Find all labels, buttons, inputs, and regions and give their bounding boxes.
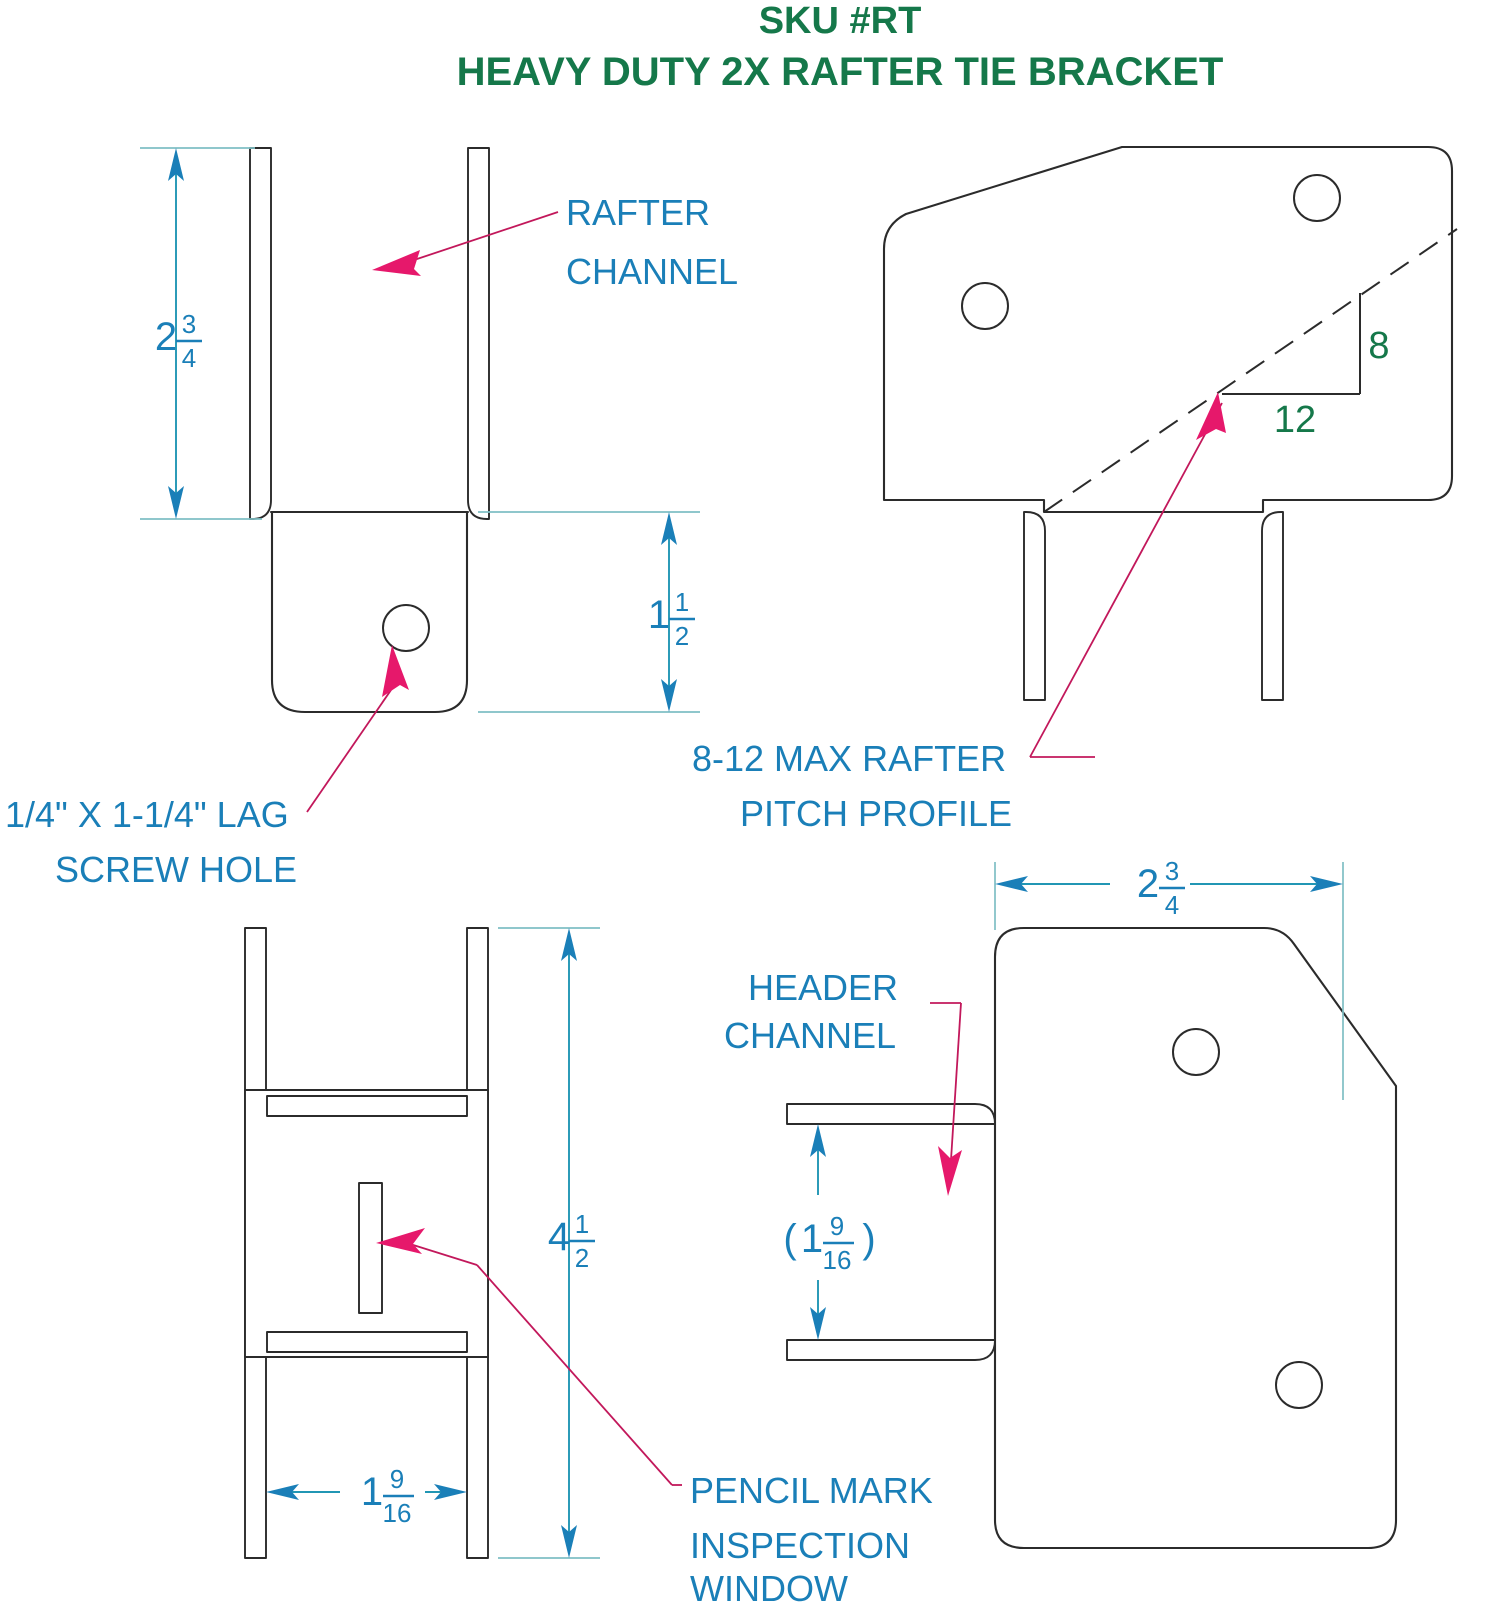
callout-label-line1: HEADER [748, 967, 898, 1008]
dimension-profile-width: 2 3 4 [994, 856, 1344, 1100]
pitch-profile-body [882, 145, 1454, 514]
dim-value-numerator: 3 [182, 309, 196, 339]
header-channel-top-flange [786, 1103, 996, 1125]
callout-label-line3: WINDOW [690, 1568, 848, 1609]
view-rafter-channel-end: 2 3 4 1 1 2 RAFTER CHANNEL [5, 147, 738, 890]
dim-value-numerator: 1 [575, 1209, 589, 1239]
dimension-plate-height: 1 1 2 [478, 511, 700, 713]
view-side-profile: 2 3 4 ( 1 9 16 ) HEADER CHANNEL [724, 856, 1398, 1550]
dim-value-whole: 4 [548, 1215, 570, 1259]
dimension-overall-height: 4 1 2 [498, 927, 600, 1559]
dim-value-whole: 1 [648, 593, 670, 637]
side-profile-body [993, 926, 1398, 1550]
dim-value-denominator: 2 [575, 1243, 589, 1273]
dim-value-numerator: 9 [830, 1211, 844, 1241]
dimension-channel-width: 1 9 16 [266, 1464, 467, 1528]
callout-label-line2: CHANNEL [566, 251, 738, 292]
dim-value-denominator: 16 [823, 1245, 852, 1275]
callout-label-line2: PITCH PROFILE [740, 793, 1012, 834]
elevation-lower-ledge [266, 1331, 468, 1353]
callout-pencil-mark-window: PENCIL MARK INSPECTION WINDOW [376, 1228, 933, 1609]
dimension-channel-depth: 2 3 4 [140, 147, 262, 520]
side-hole-lower [1275, 1361, 1323, 1409]
dim-value-whole: 2 [1137, 862, 1159, 906]
dim-close-paren: ) [862, 1217, 875, 1261]
dim-value-whole: 2 [155, 315, 177, 359]
pencil-mark-window-slot [358, 1182, 383, 1314]
callout-lag-screw-hole: 1/4" X 1-1/4" LAG SCREW HOLE [5, 645, 409, 890]
title-block: SKU #RT HEAVY DUTY 2X RAFTER TIE BRACKET [457, 0, 1224, 94]
pitch-hole-lower-left [961, 282, 1009, 330]
callout-rafter-channel: RAFTER CHANNEL [372, 192, 738, 292]
dim-value-numerator: 1 [675, 587, 689, 617]
callout-header-channel: HEADER CHANNEL [724, 967, 962, 1196]
callout-label-line1: 1/4" X 1-1/4" LAG [5, 794, 289, 835]
dim-value-denominator: 4 [1165, 890, 1179, 920]
callout-label-line1: 8-12 MAX RAFTER [692, 738, 1006, 779]
side-hole-upper [1172, 1028, 1220, 1076]
dim-value-denominator: 2 [675, 621, 689, 651]
dimension-header-opening: ( 1 9 16 ) [783, 1124, 876, 1340]
dim-value-denominator: 4 [182, 343, 196, 373]
dim-value-whole: 1 [361, 1470, 383, 1514]
channel-left-rail [249, 147, 272, 520]
channel-leg-right [1261, 511, 1284, 701]
channel-leg-left [1023, 511, 1046, 701]
pitch-slope-line [1043, 228, 1458, 513]
title-product: HEAVY DUTY 2X RAFTER TIE BRACKET [457, 50, 1224, 94]
base-plate-body [270, 510, 469, 714]
elevation-upper-ledge [266, 1095, 468, 1117]
lag-screw-hole-circle [382, 604, 430, 652]
callout-label-line1: RAFTER [566, 192, 710, 233]
dim-value-whole: 1 [801, 1217, 823, 1261]
header-channel-bottom-flange [786, 1339, 996, 1361]
pitch-rise-label: 8 [1368, 325, 1389, 367]
dim-value-numerator: 3 [1165, 856, 1179, 886]
pitch-run-label: 12 [1274, 399, 1316, 441]
callout-label-line1: PENCIL MARK [690, 1470, 933, 1511]
dim-value-numerator: 9 [390, 1464, 404, 1494]
callout-label-line2: SCREW HOLE [55, 849, 297, 890]
view-pitch-profile: 8 12 8-12 MAX RAFTER PITCH PROFILE [692, 145, 1458, 834]
pitch-hole-upper-right [1293, 174, 1341, 222]
channel-right-rail [467, 147, 490, 520]
callout-pitch-profile: 8-12 MAX RAFTER PITCH PROFILE [692, 392, 1226, 834]
dim-open-paren: ( [783, 1217, 797, 1261]
callout-label-line2: INSPECTION [690, 1525, 910, 1566]
view-front-elevation: 4 1 2 1 9 16 PENCIL MARK INSPECTION WIND… [244, 927, 933, 1609]
dim-value-denominator: 16 [383, 1498, 412, 1528]
title-sku: SKU #RT [759, 0, 922, 42]
callout-label-line2: CHANNEL [724, 1015, 896, 1056]
